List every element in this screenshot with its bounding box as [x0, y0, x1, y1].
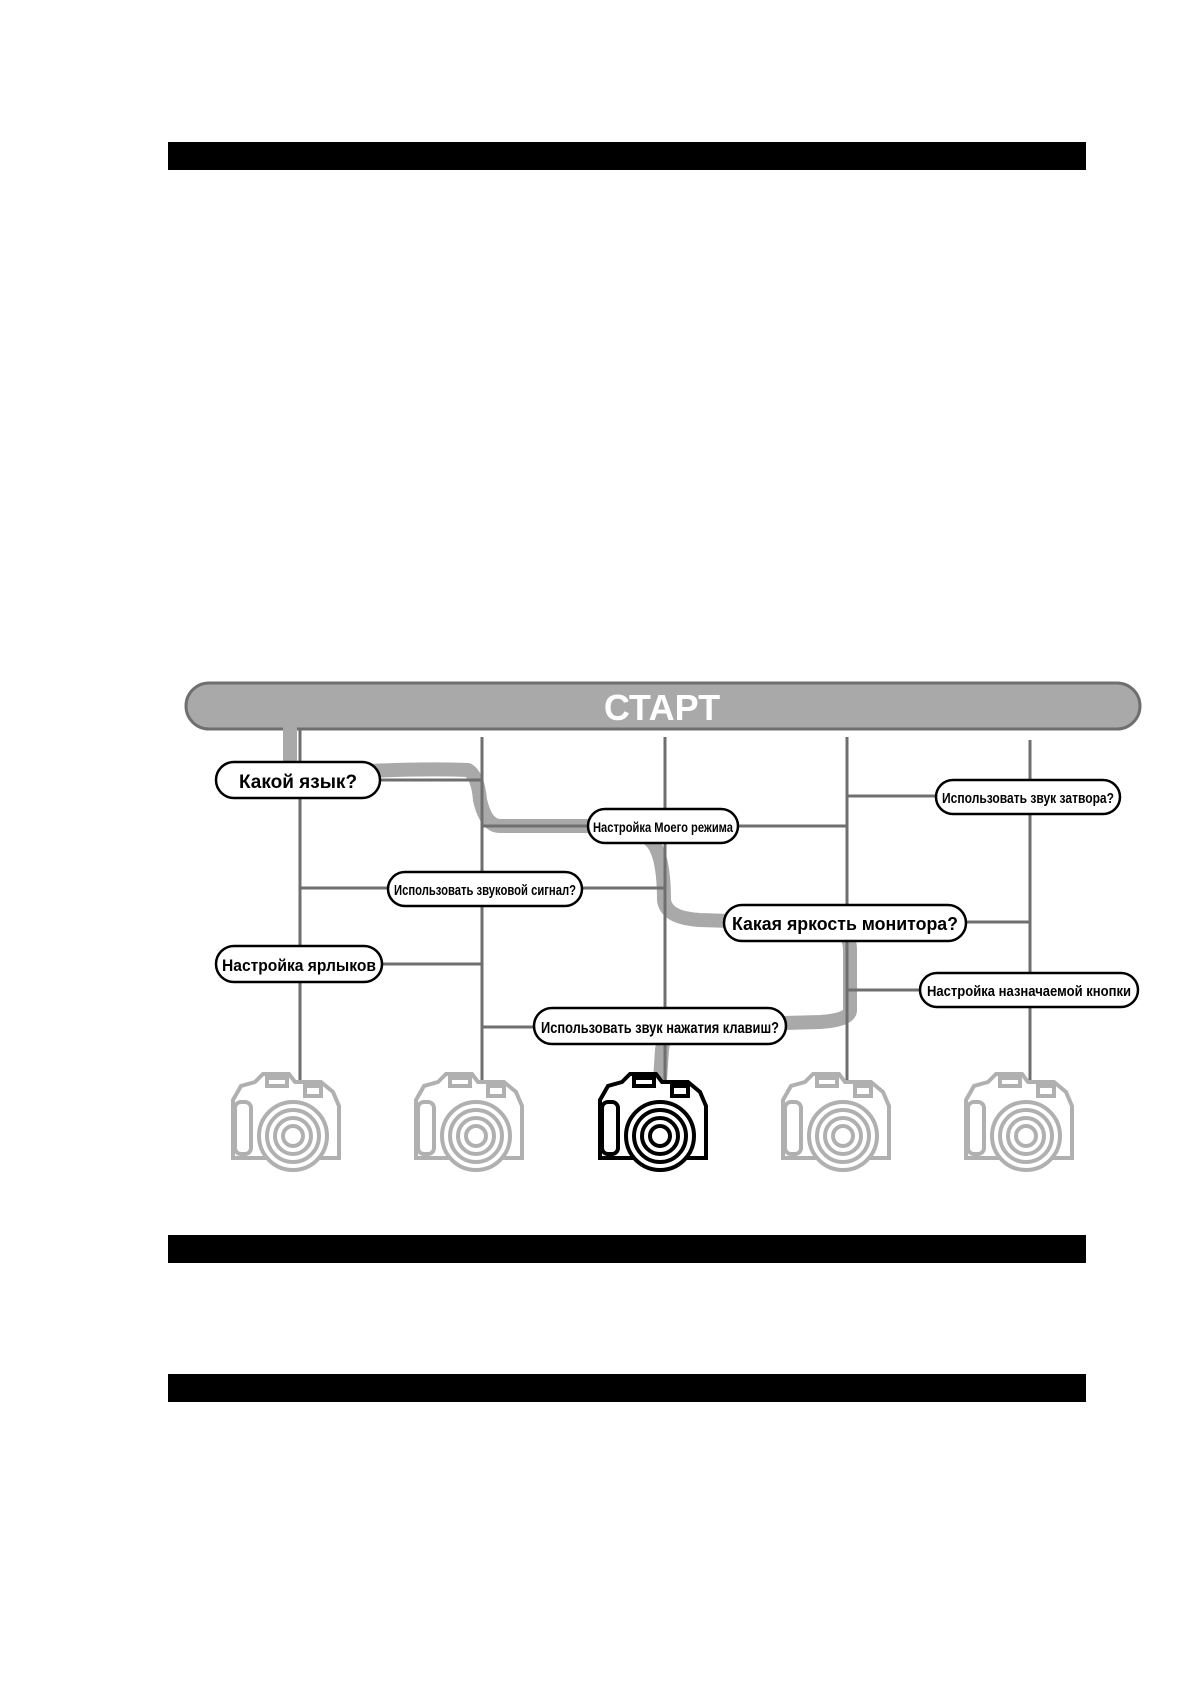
section-header-bar-middle: [168, 1235, 1086, 1263]
question-shortcuts-label: Настройка ярлыков: [222, 956, 376, 975]
question-my-mode-label: Настройка Моего режима: [593, 819, 733, 835]
question-custom-button: Настройка назначаемой кнопки: [918, 971, 1140, 1009]
camera-icon: [414, 1072, 524, 1172]
question-language-label: Какой язык?: [239, 772, 357, 793]
question-beep-label: Использовать звуковой сигнал?: [394, 882, 576, 899]
question-custom-button-label: Настройка назначаемой кнопки: [927, 983, 1131, 1000]
question-brightness-label: Какая яркость монитора?: [732, 914, 958, 934]
camera-row: [231, 1072, 1074, 1172]
question-shutter-sound-label: Использовать звук затвора?: [942, 790, 1114, 807]
section-header-bar-bottom: [168, 1374, 1086, 1402]
camera-icon: [781, 1072, 891, 1172]
question-my-mode: Настройка Моего режима: [586, 807, 740, 845]
camera-icon: [964, 1072, 1074, 1172]
question-shortcuts: Настройка ярлыков: [214, 944, 384, 984]
section-header-bar-top: [168, 142, 1086, 170]
question-brightness: Какая яркость монитора?: [722, 903, 968, 943]
start-bar: [184, 681, 1142, 731]
question-shutter-sound: Использовать звук затвора?: [934, 778, 1122, 816]
question-key-sound: Использовать звук нажатия клавиш?: [532, 1006, 788, 1046]
selected-route: [283, 722, 857, 1087]
camera-icon: [231, 1072, 341, 1172]
question-beep: Использовать звуковой сигнал?: [386, 870, 584, 908]
question-language: Какой язык?: [214, 760, 382, 800]
start-label: СТАРТ: [604, 687, 720, 728]
question-key-sound-label: Использовать звук нажатия клавиш?: [541, 1020, 779, 1037]
camera-icon: [598, 1072, 708, 1172]
